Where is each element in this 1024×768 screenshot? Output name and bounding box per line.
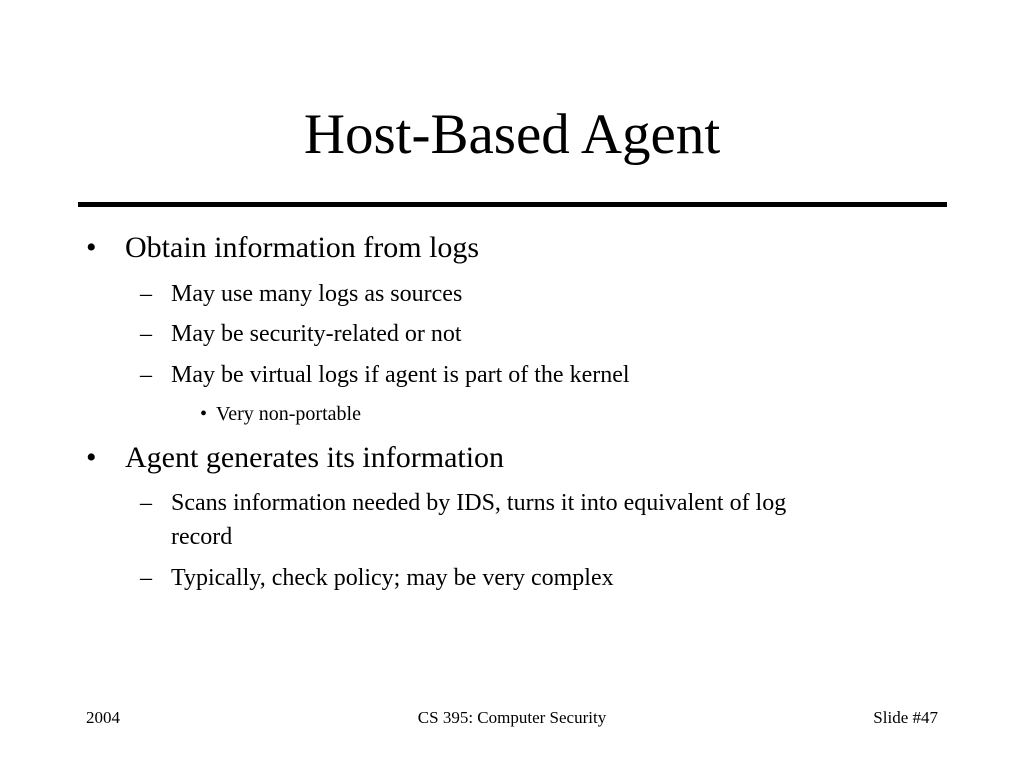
bullet-marker: • xyxy=(86,231,97,264)
bullet-text: Obtain information from logs xyxy=(125,231,480,264)
sub-bullet-text: Scans information needed by IDS, turns i… xyxy=(171,490,787,516)
sub-bullet-marker: – xyxy=(140,362,152,388)
sub-bullet-text-continuation: record xyxy=(171,524,233,550)
footer-slide-number: Slide #47 xyxy=(873,708,938,727)
slide-title: Host-Based Agent xyxy=(303,103,721,166)
bullet-marker: • xyxy=(86,441,97,474)
sub-bullet-marker: – xyxy=(140,490,152,516)
sub-bullet-marker: – xyxy=(140,321,152,347)
sub-bullet-text: May be virtual logs if agent is part of … xyxy=(171,362,630,388)
sub-sub-bullet-marker: • xyxy=(200,403,208,425)
title-divider xyxy=(78,202,947,207)
sub-sub-bullet-text: Very non-portable xyxy=(216,403,361,425)
bullet-text: Agent generates its information xyxy=(125,441,505,474)
sub-bullet-marker: – xyxy=(140,281,152,307)
sub-bullet-text: May use many logs as sources xyxy=(171,281,463,307)
sub-bullet-marker: – xyxy=(140,565,152,591)
sub-bullet-text: May be security-related or not xyxy=(171,321,462,347)
footer-year: 2004 xyxy=(86,708,120,727)
sub-bullet-text: Typically, check policy; may be very com… xyxy=(171,565,614,591)
footer-course: CS 395: Computer Security xyxy=(417,708,607,727)
